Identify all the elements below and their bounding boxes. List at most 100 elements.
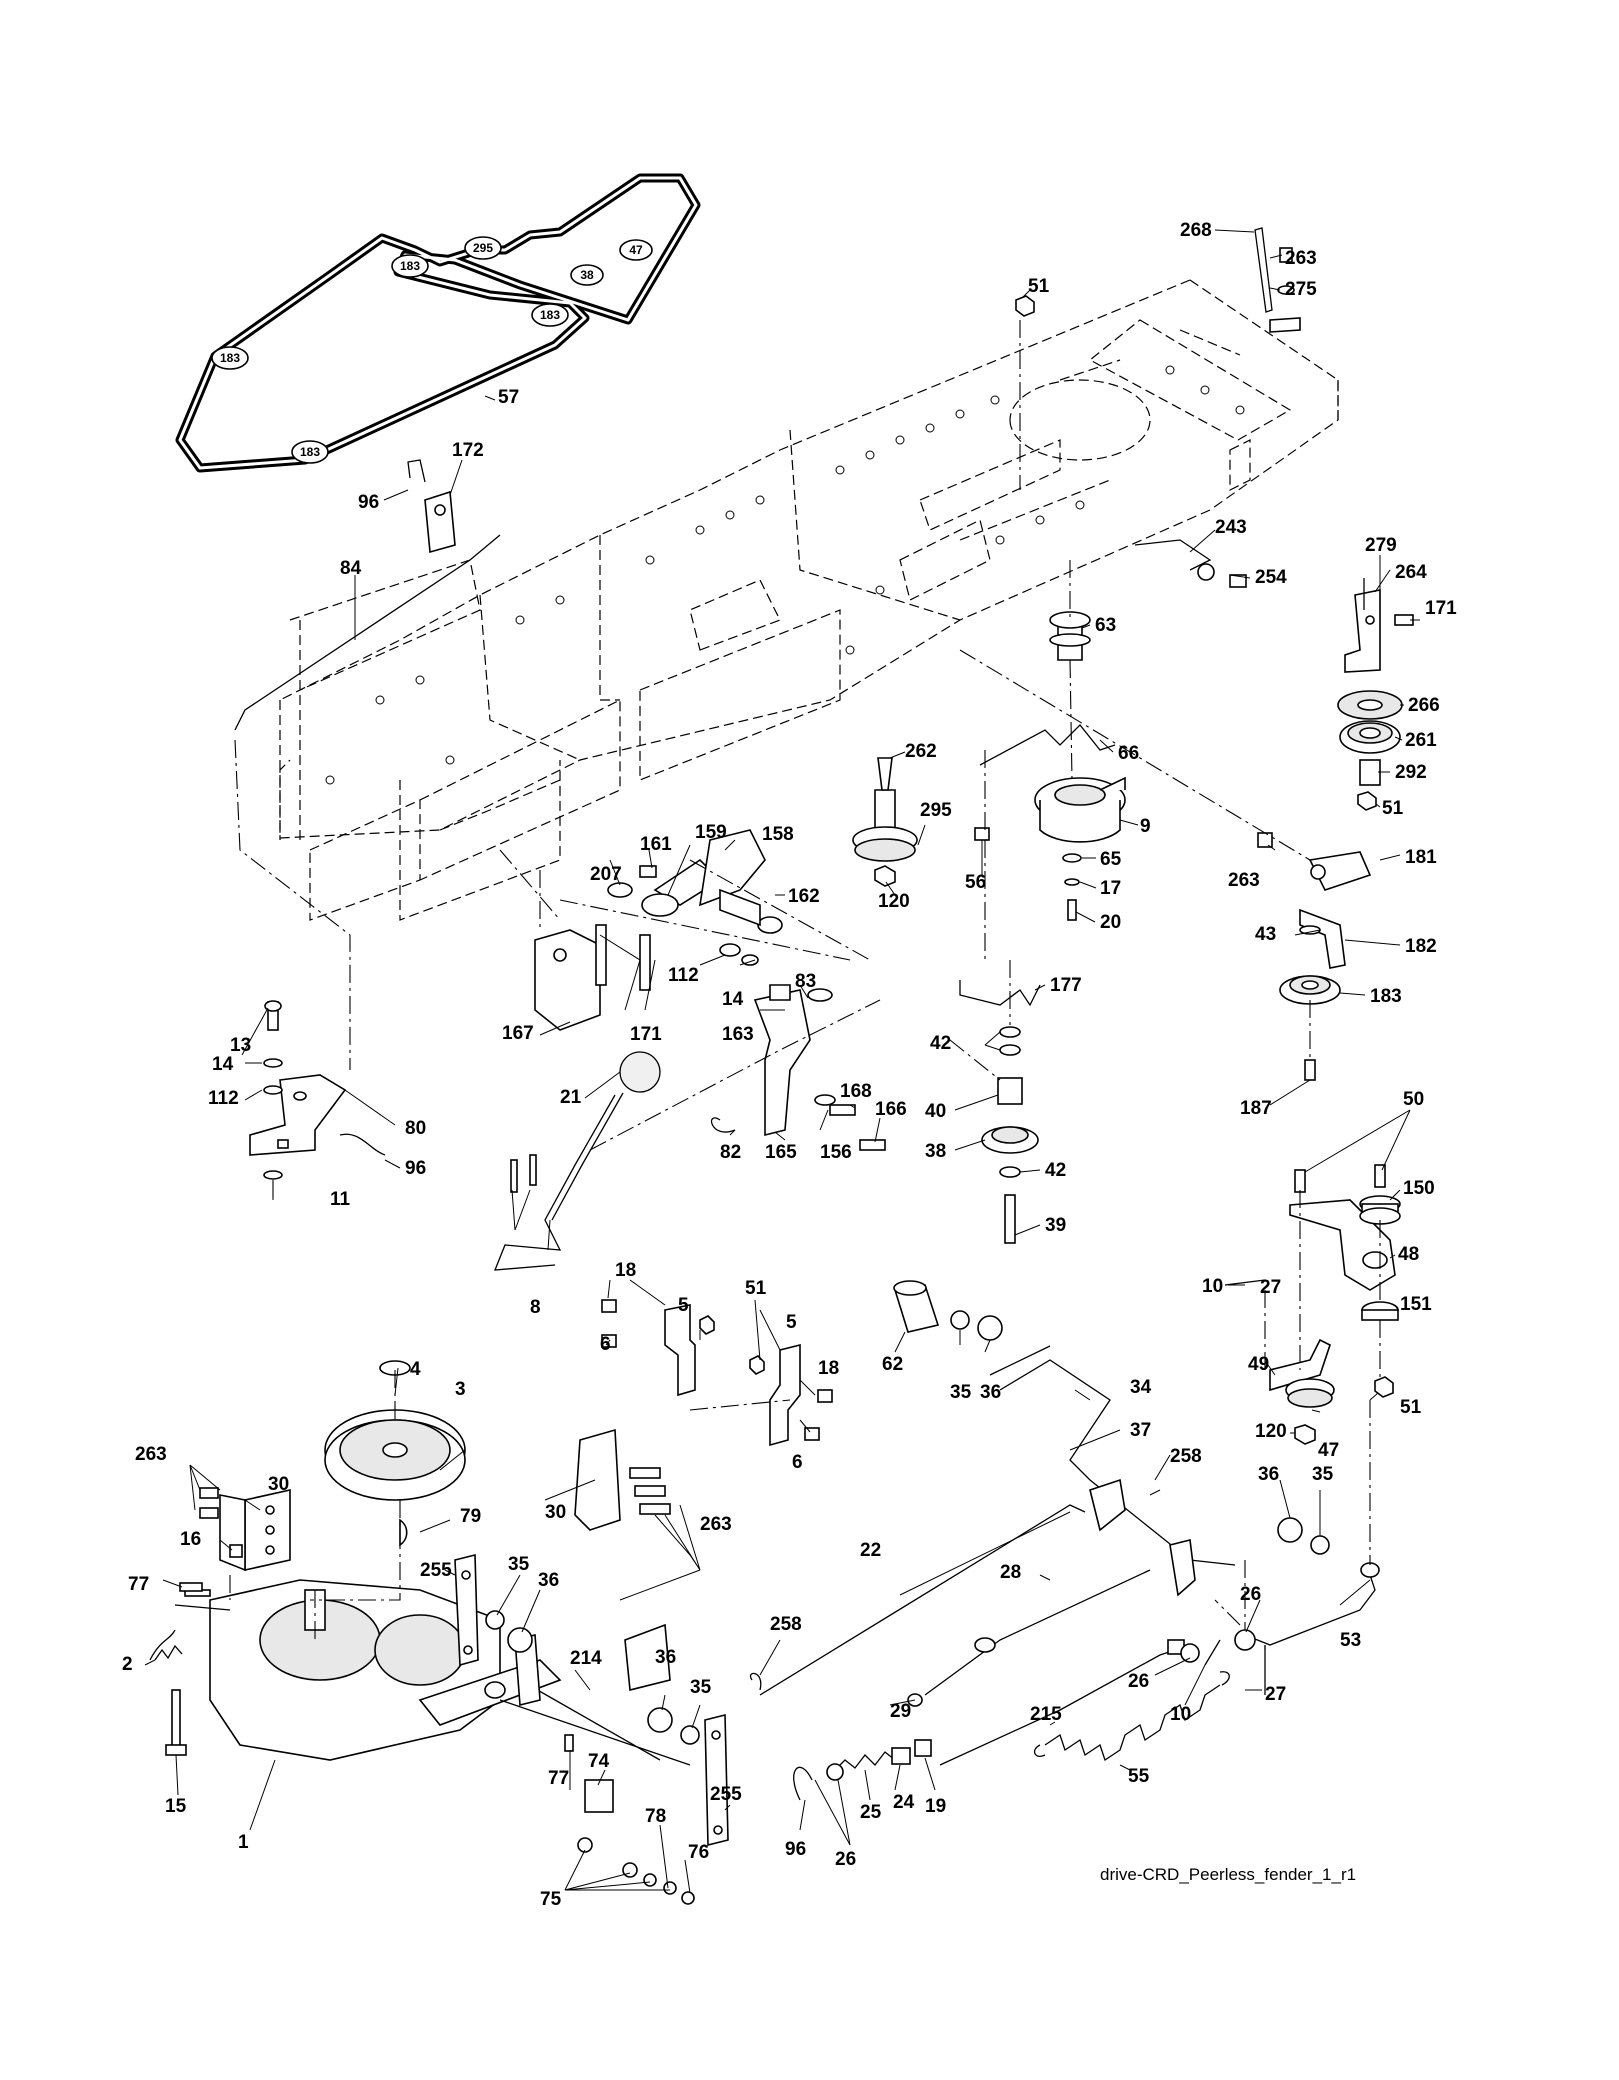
callout: 9 [1140, 816, 1151, 837]
callout: 258 [1170, 1446, 1202, 1467]
callout: 84 [340, 558, 362, 579]
callout: 79 [460, 1506, 481, 1527]
belt-badge: 183 [531, 303, 569, 327]
diagram-footer-label: drive-CRD_Peerless_fender_1_r1 [1100, 1865, 1356, 1884]
callout: 75 [540, 1889, 562, 1910]
bolt-56 [974, 827, 990, 841]
drive-belt [175, 173, 701, 473]
pulley-3 [324, 1360, 466, 1501]
callout: 96 [358, 492, 379, 513]
bracket-159-158 [607, 829, 783, 966]
svg-text:183: 183 [300, 445, 320, 459]
callout: 150 [1403, 1178, 1435, 1199]
bracket-167 [534, 924, 651, 1031]
callout: 112 [668, 965, 699, 986]
callout: 40 [925, 1101, 946, 1122]
callout: 6 [792, 1452, 803, 1473]
belt-badge: 183 [211, 346, 249, 370]
pulley-47 [1285, 1376, 1394, 1445]
callout: 78 [645, 1806, 666, 1827]
svg-text:38: 38 [580, 268, 594, 282]
callout: 35 [690, 1677, 712, 1698]
frame-holes [325, 365, 1245, 785]
callout: 112 [208, 1088, 239, 1109]
axle-214 [484, 1623, 700, 1766]
callout: 295 [920, 800, 952, 821]
callout: 10 [1202, 1276, 1223, 1297]
callout: 26 [1128, 1671, 1149, 1692]
callout: 74 [588, 1751, 610, 1772]
callout: 37 [1130, 1420, 1151, 1441]
callout: 36 [1258, 1464, 1279, 1485]
callout: 171 [630, 1024, 662, 1045]
pin-27 [1224, 1279, 1266, 1695]
callout: 76 [688, 1842, 709, 1863]
callout: 214 [570, 1648, 602, 1669]
callout: 35 [1312, 1464, 1334, 1485]
bracket-181-182 [1257, 832, 1372, 969]
callout: 171 [1425, 598, 1457, 619]
callout: 2 [122, 1654, 133, 1675]
callout: 53 [1340, 1630, 1361, 1651]
pulley-183 [1279, 975, 1341, 1081]
callout: 16 [180, 1529, 201, 1550]
callout: 96 [405, 1158, 426, 1179]
rod-28 [907, 1569, 1151, 1707]
pulley-stack-38 [981, 1026, 1039, 1244]
callout: 77 [128, 1574, 149, 1595]
callout: 14 [722, 989, 744, 1010]
rod-215 [939, 1639, 1221, 1766]
callout: 156 [820, 1142, 852, 1163]
callout: 255 [420, 1560, 452, 1581]
bracket-264 [1344, 578, 1414, 673]
wire-66 [979, 724, 1116, 766]
key-79 [399, 1518, 408, 1547]
callout: 35 [508, 1554, 530, 1575]
callout-labels: 268 263 275 51 57 172 96 84 243 254 279 … [122, 220, 1457, 1910]
spring-55 [1033, 1671, 1230, 1762]
assembly-lines [229, 320, 1381, 1650]
callout: 263 [1285, 248, 1317, 269]
callout: 167 [502, 1023, 534, 1044]
callout: 3 [455, 1379, 466, 1400]
callout: 5 [786, 1312, 797, 1333]
callout: 6 [600, 1334, 611, 1355]
callout: 120 [878, 891, 910, 912]
callout: 36 [538, 1570, 559, 1591]
callout: 77 [548, 1768, 569, 1789]
callout: 83 [795, 971, 816, 992]
callout: 279 [1365, 535, 1397, 556]
pulley-266-261 [1337, 690, 1403, 811]
bracket-165 [711, 984, 886, 1151]
bracket-48 [1289, 1164, 1396, 1291]
callout: 172 [452, 440, 484, 461]
callout: 254 [1255, 567, 1287, 588]
bracket-30-mid [574, 1428, 671, 1531]
callout: 275 [1285, 279, 1317, 300]
bracket-30-left [199, 1487, 291, 1572]
callout: 35 [950, 1382, 972, 1403]
pulley-150 [1359, 1195, 1401, 1225]
callout: 36 [655, 1647, 676, 1668]
callout: 263 [700, 1514, 732, 1535]
callout: 163 [722, 1024, 754, 1045]
callout: 39 [1045, 1215, 1066, 1236]
tractor-frame [279, 279, 1339, 921]
callout: 187 [1240, 1098, 1272, 1119]
callout: 21 [560, 1087, 582, 1108]
callout: 55 [1128, 1766, 1150, 1787]
callout: 28 [1000, 1562, 1021, 1583]
spring-2 [154, 1644, 183, 1661]
svg-text:47: 47 [629, 243, 643, 257]
callout: 57 [498, 387, 519, 408]
callout: 30 [545, 1502, 566, 1523]
callout: 166 [875, 1099, 907, 1120]
callout: 66 [1118, 743, 1139, 764]
callout: 263 [1228, 870, 1260, 891]
pulley-295 [852, 757, 918, 887]
callout: 151 [1400, 1294, 1432, 1315]
tube-62 [893, 1280, 1003, 1341]
belt-badge: 38 [570, 264, 604, 286]
callout: 4 [410, 1359, 421, 1380]
